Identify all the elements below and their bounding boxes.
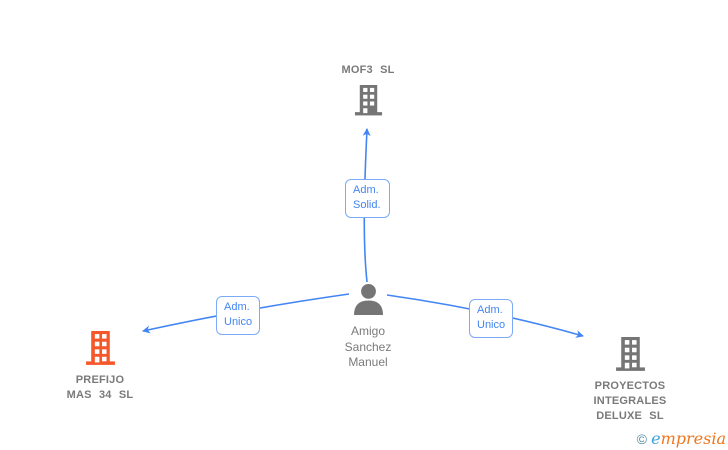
node-company-proyectos-integrales-deluxe[interactable]: PROYECTOS INTEGRALES DELUXE SL xyxy=(555,337,705,424)
edge-label-line: Unico xyxy=(224,316,253,328)
person-name-line: Manuel xyxy=(348,355,388,369)
edge-label-line: Adm. xyxy=(477,304,503,316)
brand-first-letter: e xyxy=(651,429,661,448)
edge-label-line: Adm. xyxy=(353,184,379,196)
company-name-line: DELUXE SL xyxy=(596,410,664,422)
building-icon-highlighted xyxy=(84,331,117,365)
building-icon xyxy=(353,85,384,116)
edge-label-line: Unico xyxy=(477,319,506,331)
brand-wordmark: empresia xyxy=(651,429,726,448)
company-name-line: MAS 34 SL xyxy=(66,389,134,401)
edge-label-line: Solid. xyxy=(353,199,381,211)
edge-label-adm-solid: Adm. Solid. xyxy=(345,179,390,218)
person-icon xyxy=(352,283,385,315)
copyright-icon: © xyxy=(636,431,647,447)
building-icon xyxy=(614,337,647,371)
node-person-amigo-sanchez-manuel[interactable]: Amigo Sanchez Manuel xyxy=(308,283,428,371)
edge-label-line: Adm. xyxy=(224,301,250,313)
node-company-prefijo-mas-34[interactable]: PREFIJO MAS 34 SL xyxy=(40,331,160,403)
edge-label-adm-unico-left: Adm. Unico xyxy=(216,296,260,335)
empresia-logo[interactable]: © empresia xyxy=(637,429,726,448)
person-name-line: Sanchez xyxy=(344,339,392,354)
brand-rest: mpresia xyxy=(660,429,726,448)
node-company-mof3[interactable]: MOF3 SL xyxy=(288,63,448,121)
company-name-line: INTEGRALES xyxy=(593,395,667,407)
edge-label-adm-unico-right: Adm. Unico xyxy=(469,299,513,338)
person-name-line: Amigo xyxy=(350,324,385,338)
company-name: MOF3 SL xyxy=(341,64,395,76)
company-name-line: PROYECTOS xyxy=(594,380,666,392)
company-name-line: PREFIJO xyxy=(75,374,125,386)
